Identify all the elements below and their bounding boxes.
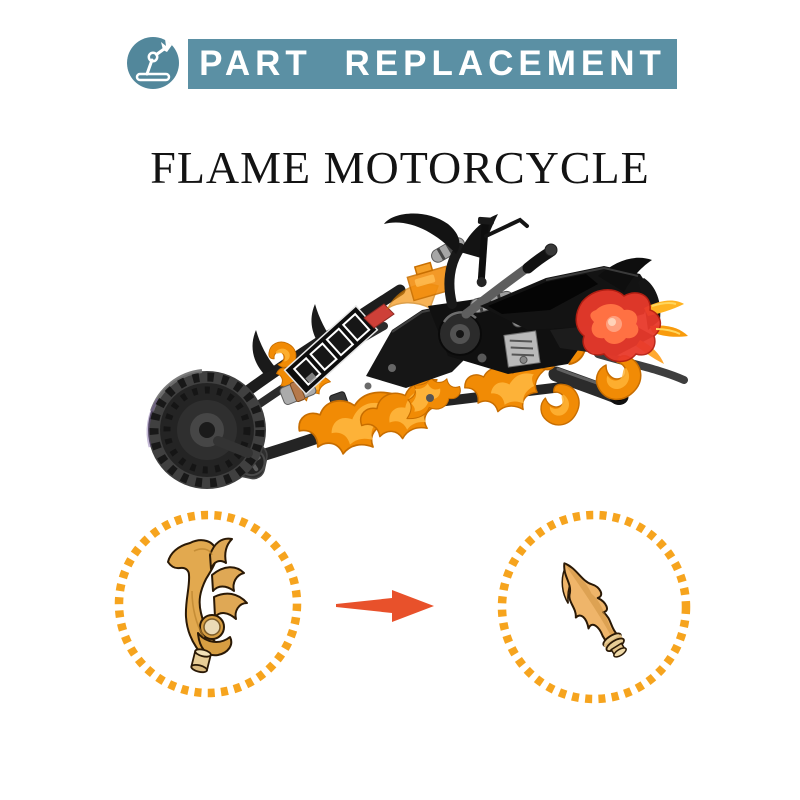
robot-arm-badge — [127, 37, 179, 89]
before-part-circle — [114, 510, 302, 698]
after-part-circle — [497, 510, 691, 704]
banner: PART REPLACEMENT — [188, 39, 677, 89]
flame-motorcycle-image — [146, 213, 688, 489]
wave-flame-part — [561, 562, 627, 658]
right-arrow-icon — [336, 590, 434, 622]
robot-arm-icon — [135, 39, 172, 82]
ornate-flame-part — [167, 537, 248, 674]
page-title: FLAME MOTORCYCLE — [150, 142, 650, 193]
banner-label: PART REPLACEMENT — [199, 44, 666, 83]
